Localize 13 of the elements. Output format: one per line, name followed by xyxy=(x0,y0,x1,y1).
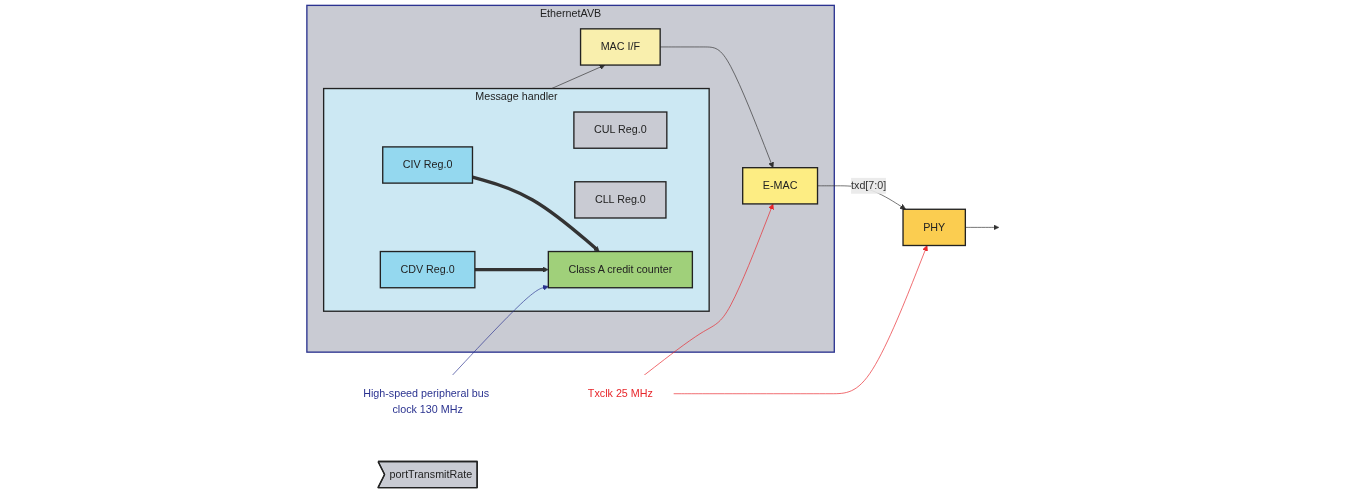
node-box: CLL Reg.0 xyxy=(574,181,667,219)
node-text: Txclk 25 MHz xyxy=(587,387,653,400)
node-box: MAC I/F xyxy=(579,28,661,66)
arrow xyxy=(472,175,600,252)
node-box: PHY xyxy=(902,208,966,247)
node-text: High-speed peripheral bus clock 130 MHz xyxy=(363,387,490,416)
node-box: Class A credit counter xyxy=(547,250,694,289)
arrow xyxy=(474,266,549,273)
node-box: CIV Reg.0 xyxy=(382,146,474,184)
edge-label: txd[7:0] xyxy=(851,179,887,192)
node-box: E-MAC xyxy=(742,167,819,205)
node-box: CDV Reg.0 xyxy=(379,250,476,289)
node-box: CUL Reg.0 xyxy=(573,111,668,149)
